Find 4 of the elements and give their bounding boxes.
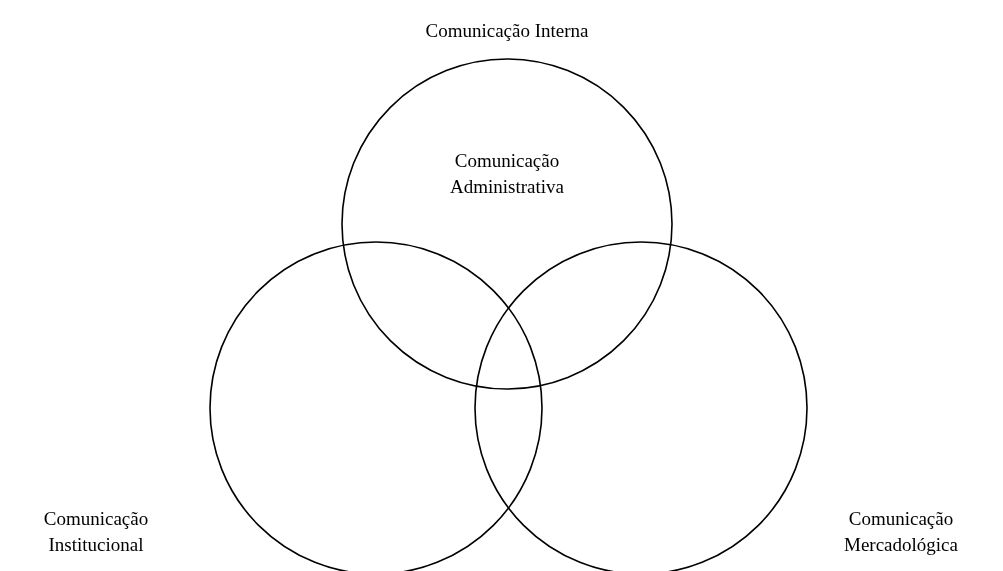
- circle-label: Comunicação Institucional: [42, 507, 150, 557]
- circle-heading: Comunicação Interna: [424, 19, 590, 43]
- circle-label: Comunicação Mercadológica: [843, 507, 959, 557]
- circle-label: Comunicação Administrativa: [449, 149, 565, 199]
